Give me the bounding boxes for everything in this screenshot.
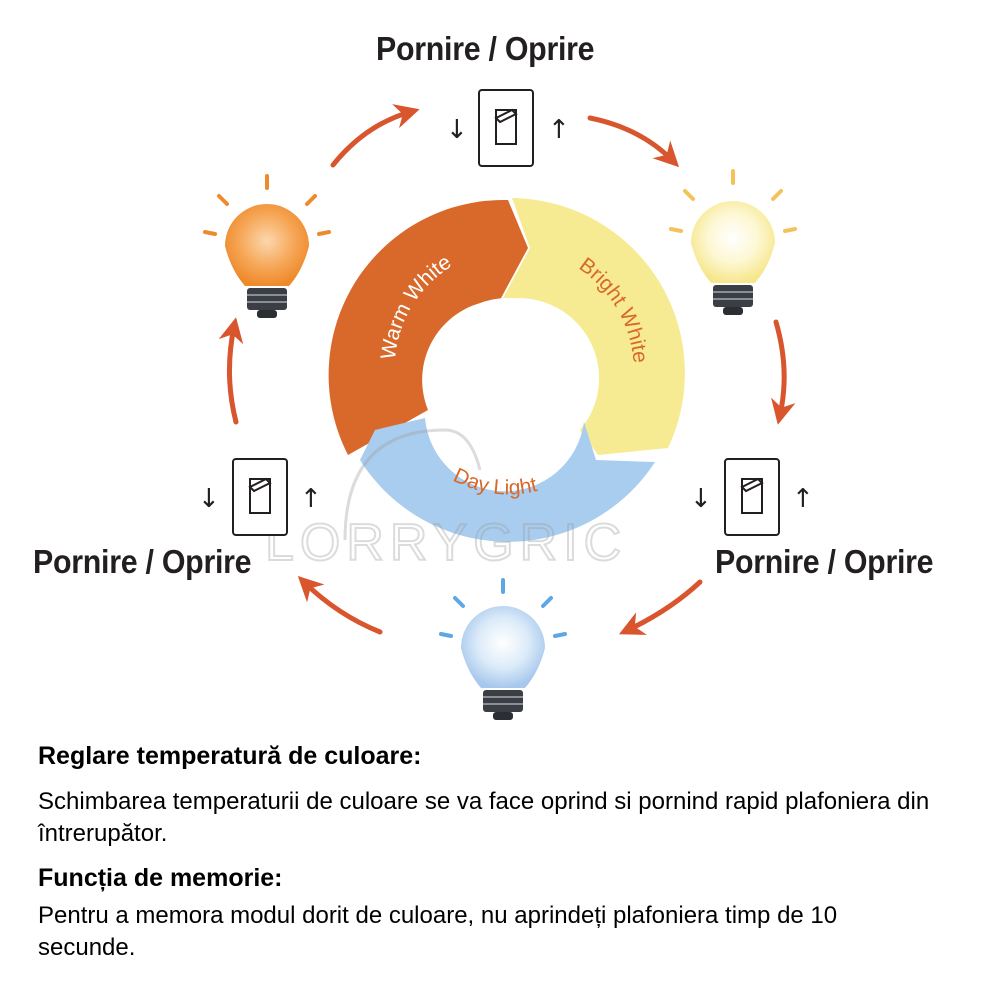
arrow-left-up: [218, 317, 244, 425]
switch-top: ↓ ↑: [446, 89, 570, 167]
switch-right: ↓ ↑: [690, 458, 814, 536]
arrow-up-icon: ↑: [300, 484, 322, 514]
arrow-down-icon: ↓: [446, 115, 468, 145]
arrow-top-left: [330, 104, 420, 168]
arrow-right-down: [771, 319, 796, 425]
section-title-color-temperature: Reglare temperatură de culoare:: [38, 742, 422, 770]
ring-center: [428, 298, 588, 458]
arrow-bottom-right: [618, 579, 703, 635]
section-body-color-temperature: Schimbarea temperaturii de culoare se va…: [38, 788, 930, 847]
arrow-up-icon: ↑: [548, 115, 570, 145]
arrow-top-right: [587, 115, 680, 168]
switch-label-left: Pornire / Oprire: [33, 543, 252, 580]
light-switch-icon: [232, 458, 288, 536]
section-title-memory-function: Funcția de memorie:: [38, 864, 283, 892]
switch-left: ↓ ↑: [198, 458, 322, 536]
arrow-bottom-left: [297, 576, 383, 635]
light-switch-icon: [478, 89, 534, 167]
section-body-memory-function: Pentru a memora modul dorit de culoare, …: [38, 902, 838, 961]
segment-bright-white: [502, 198, 685, 455]
color-cycle-diagram: Warm White Bright White Day Light LORRYG…: [198, 89, 814, 720]
segment-warm-white: [328, 199, 528, 455]
bulb-bright-icon: [669, 169, 797, 315]
bulb-daylight-icon: [439, 578, 567, 720]
switch-label-top: Pornire / Oprire: [376, 30, 595, 67]
watermark-logo: LORRYGRIC: [264, 428, 627, 573]
svg-text:LORRYGRIC: LORRYGRIC: [265, 514, 627, 572]
arrow-down-icon: ↓: [198, 484, 220, 514]
arrow-up-icon: ↑: [792, 484, 814, 514]
cycle-arrows: [218, 104, 796, 635]
segment-day-light: [360, 418, 655, 542]
switch-label-right: Pornire / Oprire: [715, 543, 934, 580]
light-switch-icon: [724, 458, 780, 536]
arrow-down-icon: ↓: [690, 484, 712, 514]
bulb-warm-icon: [203, 174, 331, 318]
color-ring: [328, 198, 685, 542]
